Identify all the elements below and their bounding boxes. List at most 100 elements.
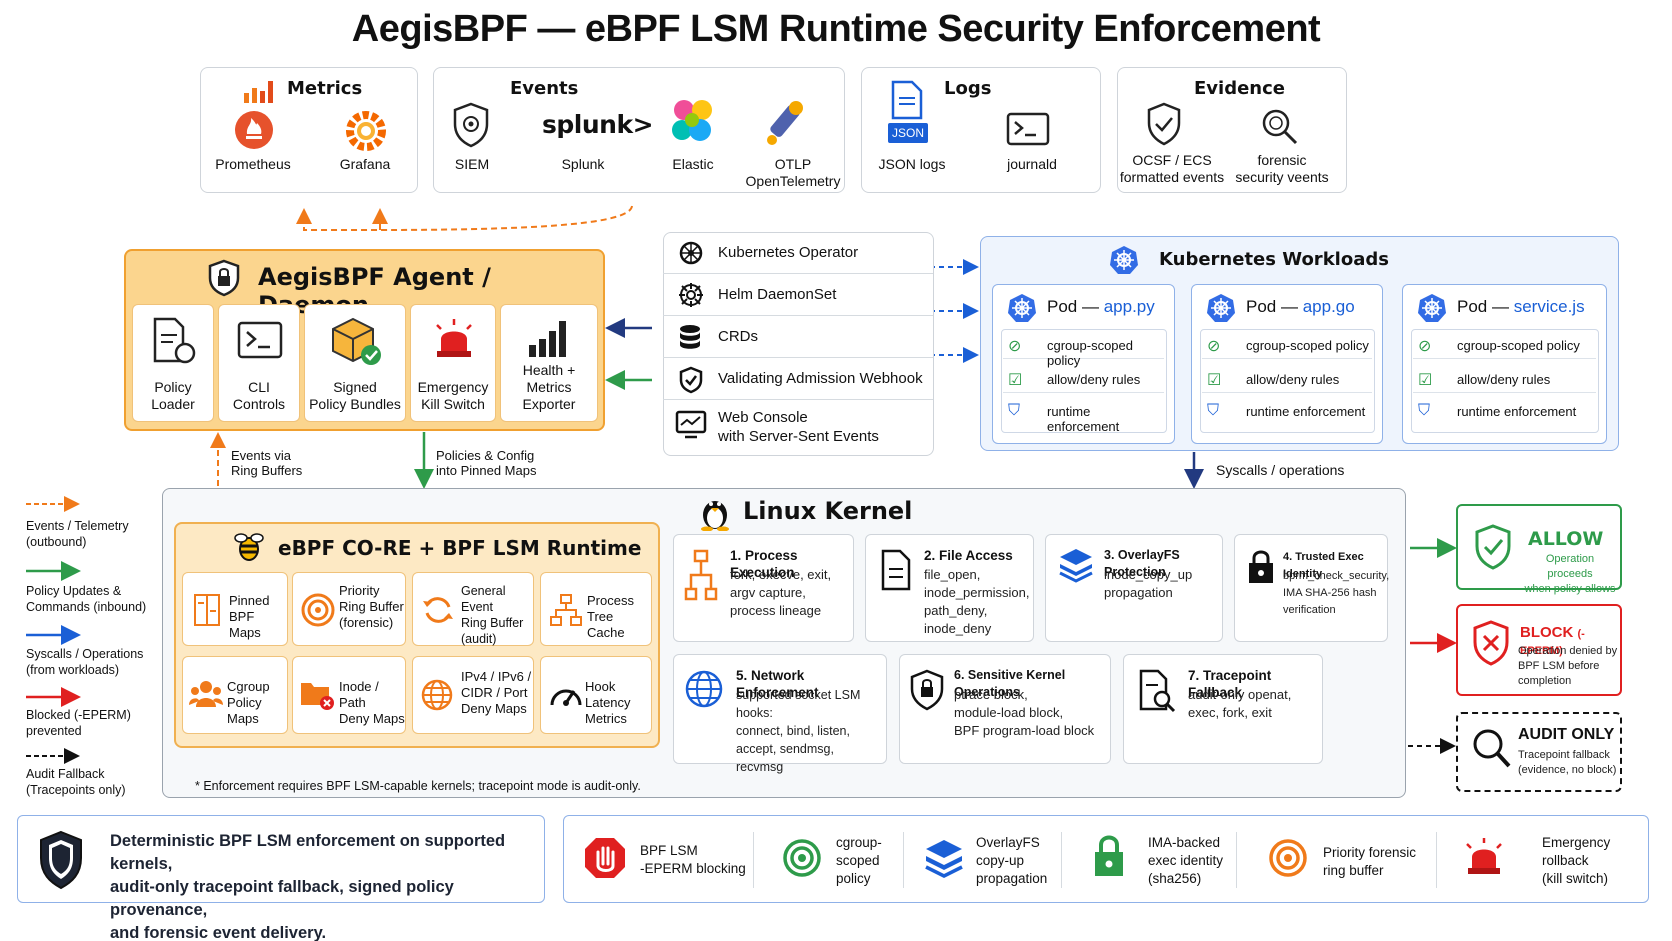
metrics-exporter-card[interactable]: Health +Metrics Exporter <box>500 304 598 422</box>
prometheus-icon <box>235 111 273 149</box>
globe-icon <box>685 670 723 708</box>
shield-check-icon <box>1147 102 1181 146</box>
metrics-header: Metrics <box>287 78 363 99</box>
hook-sensitive-ops[interactable]: 6. Sensitive Kernel Operations ptrace bl… <box>899 654 1111 764</box>
bee-icon <box>234 533 264 561</box>
database-icon <box>680 325 700 349</box>
audit-desc: Tracepoint fallback(evidence, no block) <box>1518 749 1617 776</box>
logs-panel: JSON Logs JSON logs journald <box>861 67 1101 193</box>
service-crds[interactable]: CRDs <box>663 316 933 358</box>
journald-label: journald <box>1007 156 1057 172</box>
checkbox-icon: ☑ <box>1008 372 1023 389</box>
legend-blocked: Blocked (-EPERM)prevented <box>26 708 131 738</box>
service-label: Validating Admission Webhook <box>718 370 923 387</box>
tree-icon <box>550 594 582 626</box>
helm-wheel-icon <box>679 283 703 307</box>
shield-icon <box>40 830 82 890</box>
feature-label: BPF LSM-EPERM blocking <box>640 843 746 876</box>
pod-title: Pod — app.py <box>1047 297 1155 316</box>
logs-header: Logs <box>944 78 992 99</box>
block-title: BLOCK (-EPERM) <box>1520 624 1585 657</box>
siem-shield-icon <box>453 102 489 148</box>
services-panel <box>663 232 934 456</box>
hook-desc: supported socket LSM hooks:connect, bind… <box>736 688 861 774</box>
shield-check-icon <box>1475 524 1511 570</box>
metrics-panel: Metrics Prometheus Grafana <box>200 67 418 193</box>
file-icon <box>881 549 911 591</box>
pod-card[interactable]: Pod — app.py ⊘cgroup-scoped policy ☑allo… <box>992 284 1175 444</box>
hook-tracepoint[interactable]: 7. Tracepoint Fallback audit-only openat… <box>1123 654 1323 764</box>
terminal-icon <box>237 321 283 359</box>
legend-syscalls: Syscalls / Operations(from workloads) <box>26 647 144 677</box>
hook-trusted-exec[interactable]: 4. Trusted Exec Identity bprm_check_secu… <box>1234 534 1390 642</box>
json-logs-label: JSON logs <box>878 156 946 172</box>
check-circle-icon: ⊘ <box>1418 338 1432 355</box>
pod-card[interactable]: Pod — service.js ⊘cgroup-scoped policy ☑… <box>1402 284 1607 444</box>
runtime-header: eBPF CO-RE + BPF LSM Runtime <box>278 536 642 560</box>
hook-network[interactable]: 5. Network Enforcement supported socket … <box>673 654 887 774</box>
refresh-icon <box>423 597 453 623</box>
elastic-label: Elastic <box>672 156 714 172</box>
pod-item: ⊘cgroup-scoped policy <box>1003 331 1164 368</box>
allow-title: ALLOW <box>1528 528 1604 550</box>
service-label: Helm DaemonSet <box>718 286 837 303</box>
hook-desc: fork, execve, exit,argv capture,process … <box>730 567 832 618</box>
map-icon <box>194 594 220 626</box>
service-k8s-operator[interactable]: Kubernetes Operator <box>663 232 933 274</box>
summary-panel: Deterministic BPF LSM enforcement on sup… <box>17 815 545 941</box>
helm-wheel-icon <box>679 241 703 265</box>
hook-file-access[interactable]: 2. File Access file_open,inode_permissio… <box>865 534 1034 642</box>
hook-desc: file_open,inode_permission,path_deny,ino… <box>924 567 1030 636</box>
siren-icon <box>1466 838 1502 874</box>
pod-item: ☑allow/deny rules <box>1413 365 1596 393</box>
grafana-label: Grafana <box>339 156 391 172</box>
pod-item: ⛉runtime enforcement <box>1207 402 1366 419</box>
json-file-icon <box>891 80 923 120</box>
service-helm-daemonset[interactable]: Helm DaemonSet <box>663 274 933 316</box>
pod-card[interactable]: Pod — app.go ⊘cgroup-scoped policy ☑allo… <box>1191 284 1383 444</box>
hook-title: 4. Trusted Exec Identity <box>1283 551 1364 580</box>
file-search-icon <box>1139 669 1176 713</box>
service-admission-webhook[interactable]: Validating Admission Webhook <box>663 358 933 400</box>
gauge-icon <box>550 689 582 706</box>
siren-icon <box>436 319 472 357</box>
hook-desc: ptrace block,module-load block,BPF progr… <box>954 687 1095 738</box>
hook-process-execution[interactable]: 1. Process Execution fork, execve, exit,… <box>673 534 854 642</box>
tux-icon <box>701 501 729 531</box>
pod-item: ⊘cgroup-scoped policy <box>1202 331 1372 359</box>
siem-label: SIEM <box>454 156 490 172</box>
